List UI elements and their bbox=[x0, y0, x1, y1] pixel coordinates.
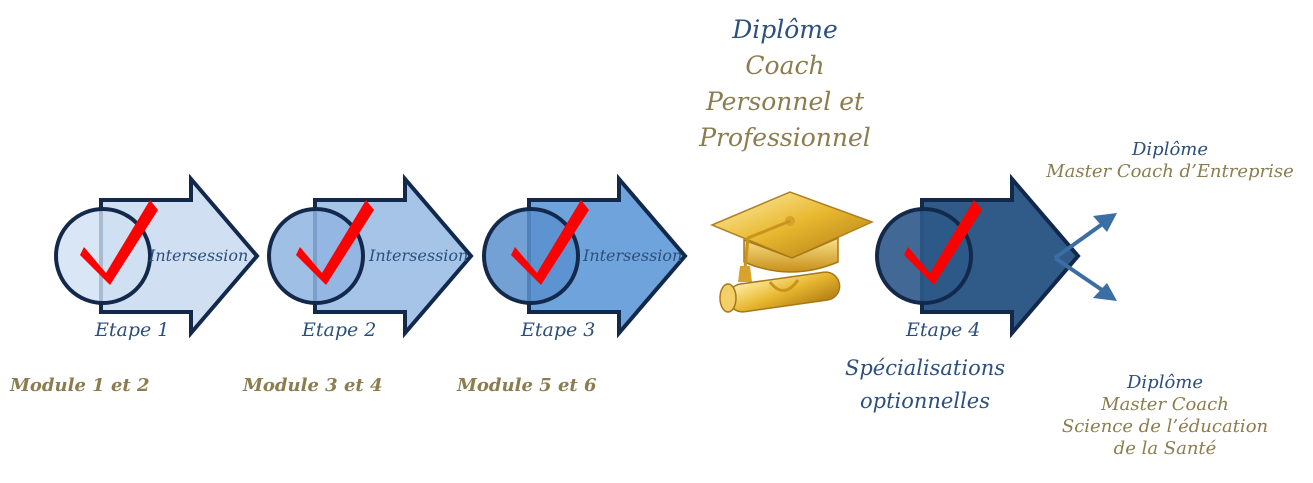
diploma-bottom-line1: Diplôme bbox=[1126, 372, 1204, 393]
step-3-module: Module 5 et 6 bbox=[457, 375, 597, 396]
diploma-main-line2: Coach bbox=[745, 51, 825, 80]
step-4-subtitle-line1: Spécialisations bbox=[844, 356, 1006, 380]
step-2-intersession: Intersession bbox=[369, 246, 469, 265]
diploma-scroll-icon bbox=[719, 271, 841, 313]
diploma-bottom: Diplôme Master Coach Science de l’éducat… bbox=[1040, 372, 1290, 460]
graduation-cap-icon bbox=[710, 191, 874, 282]
step-2 bbox=[267, 173, 474, 339]
diploma-main: Diplôme Coach Personnel et Professionnel bbox=[670, 12, 900, 156]
branch-arrow-down bbox=[1053, 256, 1110, 296]
step-1 bbox=[54, 173, 260, 339]
step-2-module: Module 3 et 4 bbox=[243, 375, 383, 396]
step-4-circle bbox=[875, 207, 973, 305]
step-4-arrow bbox=[920, 173, 1081, 339]
diploma-main-line1: Diplôme bbox=[732, 15, 838, 44]
step-2-arrow bbox=[313, 173, 474, 339]
checkmark-icon bbox=[296, 200, 374, 285]
step-3 bbox=[482, 173, 688, 339]
step-4-label: Etape 4 bbox=[906, 319, 981, 341]
diploma-top-line1: Diplôme bbox=[1131, 139, 1209, 160]
step-4-subtitle: Spécialisations optionnelles bbox=[800, 352, 1050, 418]
diploma-top: Diplôme Master Coach d’Entreprise bbox=[1030, 139, 1310, 183]
step-2-label: Etape 2 bbox=[302, 319, 377, 341]
step-4 bbox=[875, 173, 1081, 339]
step-3-label: Etape 3 bbox=[521, 319, 596, 341]
diploma-bottom-line3: Science de l’éducation bbox=[1061, 416, 1269, 437]
step-1-intersession: Intersession bbox=[149, 246, 249, 265]
checkmark-icon bbox=[80, 200, 158, 285]
branch-arrows bbox=[1053, 213, 1117, 301]
branch-arrow-up bbox=[1053, 218, 1110, 260]
checkmark-icon bbox=[904, 200, 982, 285]
step-2-circle bbox=[267, 207, 365, 305]
diploma-bottom-line2: Master Coach bbox=[1101, 394, 1229, 415]
diploma-main-line4: Professionnel bbox=[699, 123, 871, 152]
step-3-intersession: Intersession bbox=[583, 246, 683, 265]
step-4-subtitle-line2: optionnelles bbox=[860, 389, 990, 413]
diploma-bottom-line4: de la Santé bbox=[1113, 438, 1217, 459]
diploma-main-line3: Personnel et bbox=[705, 87, 865, 116]
checkmark-icon bbox=[511, 200, 589, 285]
step-3-circle bbox=[482, 207, 580, 305]
step-1-module: Module 1 et 2 bbox=[10, 375, 150, 396]
step-1-circle bbox=[54, 207, 152, 305]
step-1-label: Etape 1 bbox=[95, 319, 170, 341]
diploma-top-line2: Master Coach d’Entreprise bbox=[1046, 161, 1294, 182]
step-3-arrow bbox=[527, 173, 688, 339]
